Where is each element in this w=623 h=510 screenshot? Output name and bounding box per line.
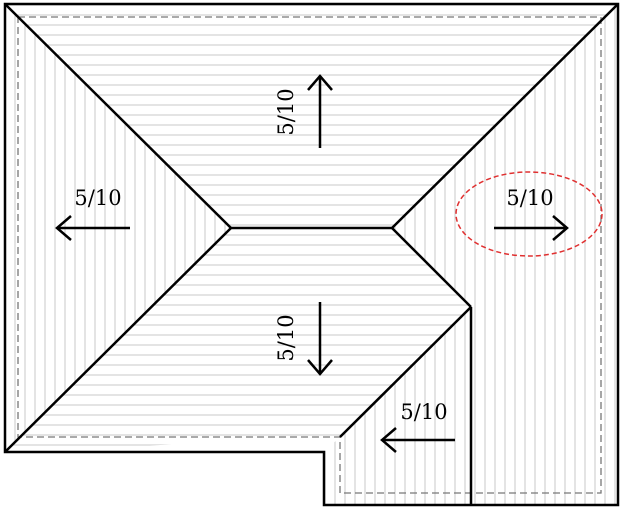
slope-arrows [55, 74, 569, 453]
arrow-left [55, 215, 130, 241]
arrow-down [307, 302, 333, 376]
slope-label-bottom: 5/10 [274, 314, 298, 361]
roof-ridges [4, 3, 619, 505]
hip-top-left [4, 3, 232, 229]
slope-label-left: 5/10 [74, 186, 121, 210]
slope-label-top: 5/10 [274, 88, 298, 135]
arrow-right [494, 215, 569, 241]
arrow-wing-left [380, 427, 455, 453]
hip-right-lower [391, 227, 472, 308]
slope-label-wing: 5/10 [400, 400, 447, 424]
wall-line-dashed [17, 16, 602, 494]
slope-label-right: 5/10 [506, 186, 553, 210]
arrow-up [307, 74, 333, 148]
highlight-ellipse [455, 171, 603, 257]
hip-bottom-left [4, 227, 232, 453]
hip-top-right [391, 3, 619, 229]
valley-line [339, 306, 472, 438]
